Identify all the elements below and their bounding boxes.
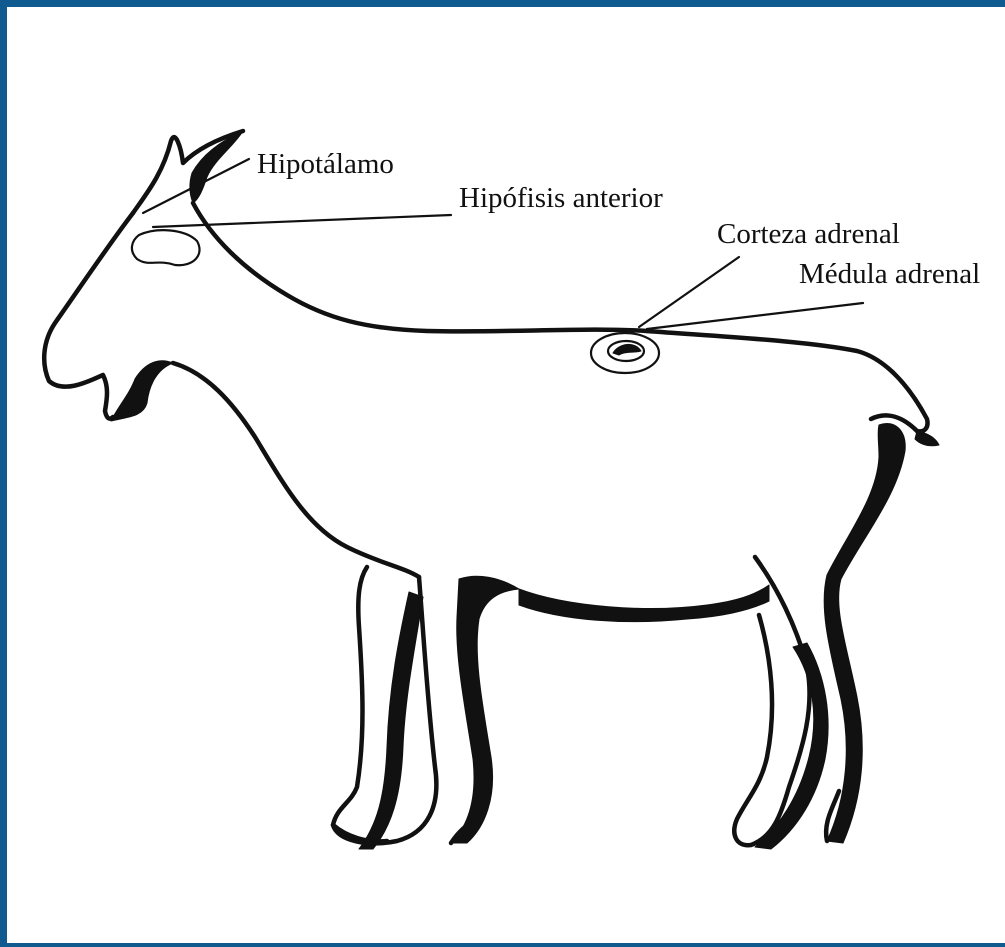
front-leg-shadow bbox=[359, 592, 423, 849]
adrenal-inner bbox=[613, 344, 641, 355]
label-medula-adrenal: Médula adrenal bbox=[799, 258, 980, 290]
corteza-leader bbox=[639, 257, 739, 327]
label-corteza-adrenal: Corteza adrenal bbox=[717, 218, 900, 250]
hind-leg-shadow bbox=[755, 643, 828, 849]
medula-leader bbox=[647, 303, 863, 329]
label-hipofisis-anterior: Hipófisis anterior bbox=[459, 182, 663, 214]
beard-shadow bbox=[111, 361, 173, 421]
chest-leg-shadow bbox=[451, 576, 519, 843]
goat-diagram: Hipotálamo Hipófisis anterior Corteza ad… bbox=[7, 7, 1005, 947]
rear-thigh-shadow bbox=[824, 423, 905, 843]
label-hipotalamo: Hipotálamo bbox=[257, 148, 394, 180]
belly-shadow bbox=[519, 585, 769, 622]
throat-outline bbox=[173, 363, 419, 577]
head-outline bbox=[44, 213, 133, 419]
pituitary-shape bbox=[132, 230, 200, 265]
hipofisis-leader bbox=[153, 215, 451, 227]
organs bbox=[132, 230, 659, 373]
